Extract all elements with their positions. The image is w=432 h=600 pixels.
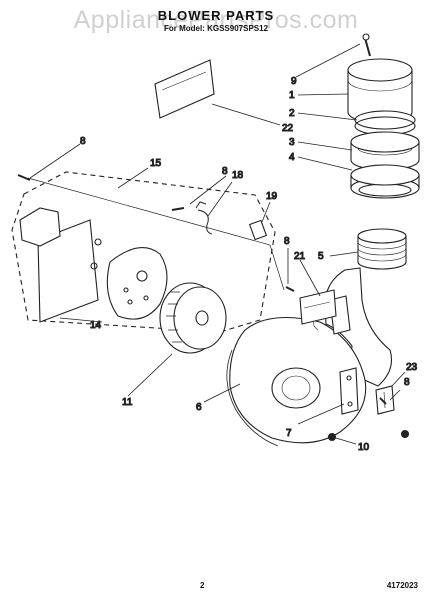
diagram-title: BLOWER PARTS bbox=[157, 8, 275, 23]
part-10-screws bbox=[327, 429, 410, 442]
callout-19: 19 bbox=[266, 191, 278, 202]
callout-22: 22 bbox=[282, 123, 294, 134]
part-23-bracket bbox=[375, 385, 395, 415]
callout-1: 1 bbox=[289, 90, 295, 101]
callout-8-mid: 8 bbox=[222, 166, 228, 177]
part-21-bracket bbox=[299, 289, 337, 325]
part-15-motor-assembly-outline bbox=[11, 171, 276, 333]
callout-15: 15 bbox=[150, 158, 162, 169]
part-11-blower-wheel bbox=[159, 282, 227, 354]
part-19-switch bbox=[248, 219, 268, 241]
callout-4: 4 bbox=[289, 152, 295, 163]
watermark: AppliancePartsPros.com bbox=[73, 6, 359, 34]
callout-11: 11 bbox=[122, 397, 133, 408]
part-18-harness bbox=[195, 201, 213, 235]
part-3-coupling bbox=[350, 131, 420, 171]
part-7-plate bbox=[339, 367, 359, 415]
callout-23: 23 bbox=[406, 362, 418, 373]
part-22-plate bbox=[154, 59, 215, 119]
part-14-mounting-plate bbox=[19, 207, 102, 323]
callout-5: 5 bbox=[318, 251, 324, 262]
callout-7: 7 bbox=[286, 428, 292, 439]
callout-9: 9 bbox=[291, 76, 297, 87]
callout-8-right: 8 bbox=[284, 236, 290, 247]
part-9-screw bbox=[362, 33, 371, 57]
callout-14: 14 bbox=[90, 320, 102, 331]
part-4-gasket bbox=[350, 164, 420, 199]
callout-8-lower: 8 bbox=[404, 377, 410, 388]
part-2-ring bbox=[354, 110, 416, 136]
document-number: 4172023 bbox=[386, 581, 418, 590]
callout-2: 2 bbox=[289, 108, 295, 119]
callout-21: 21 bbox=[294, 251, 306, 262]
part-5-outlet bbox=[357, 228, 407, 270]
page-number: 2 bbox=[200, 581, 205, 590]
callout-8-left: 8 bbox=[80, 136, 86, 147]
callout-3: 3 bbox=[289, 137, 295, 148]
callout-10: 10 bbox=[358, 442, 370, 453]
callout-6: 6 bbox=[196, 402, 202, 413]
screws-8 bbox=[17, 174, 387, 405]
callout-18: 18 bbox=[232, 170, 244, 181]
leader-lines bbox=[29, 43, 406, 445]
diagram-subtitle: For Model: KGSS907SPS12 bbox=[163, 24, 269, 33]
motor-body bbox=[106, 247, 168, 320]
